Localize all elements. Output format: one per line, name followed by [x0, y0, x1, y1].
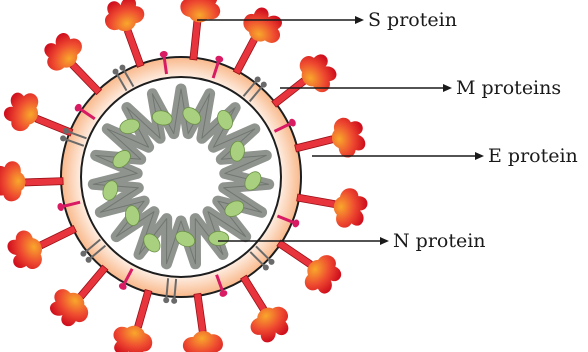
- m-proteins-arrow: [280, 84, 452, 92]
- n-protein: [209, 231, 229, 246]
- s-protein-spike: [175, 0, 222, 62]
- n-protein-label: N protein: [393, 230, 486, 252]
- e-protein-arrow: [312, 152, 484, 160]
- s-protein-spike: [291, 114, 369, 170]
- e-protein-label: E protein: [488, 145, 578, 167]
- s-protein-spike: [293, 179, 369, 231]
- s-protein-label: S protein: [368, 9, 457, 31]
- s-protein-spike: [0, 159, 64, 202]
- s-protein-spike: [176, 291, 225, 352]
- m-proteins-label: M proteins: [456, 77, 561, 99]
